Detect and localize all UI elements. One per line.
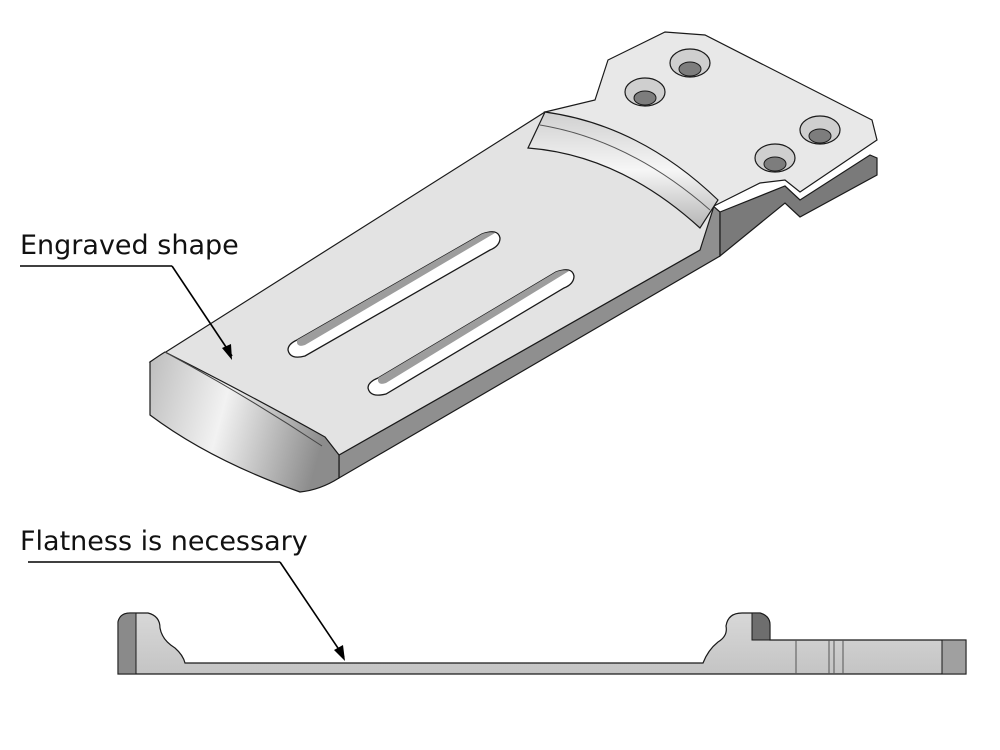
hole-3 <box>799 115 841 145</box>
slot-lower-wall <box>377 270 569 384</box>
slot-upper <box>287 231 501 358</box>
profile-tab-end <box>941 639 967 675</box>
engraved-ridge-far <box>527 111 719 229</box>
profile-right-lip <box>751 612 771 641</box>
engraved-curb-near <box>149 351 340 493</box>
callout-flatness: Flatness is necessary <box>20 526 308 557</box>
slot-upper-wall <box>296 232 495 346</box>
leader-engraved <box>20 265 233 360</box>
curb-inner-edge <box>164 351 323 447</box>
tab-side-face <box>719 154 878 258</box>
engraved-ridge-line <box>539 124 711 211</box>
callout-engraved-shape: Engraved shape <box>20 230 239 261</box>
hole-4 <box>754 143 796 173</box>
side-profile <box>117 612 967 675</box>
slot-lower <box>367 269 575 396</box>
leader-flatness <box>28 561 345 661</box>
profile-body <box>117 612 967 675</box>
hole-1 <box>669 48 711 78</box>
profile-left-lip <box>117 612 137 675</box>
hole-2 <box>624 77 666 107</box>
isometric-part <box>148 31 878 493</box>
